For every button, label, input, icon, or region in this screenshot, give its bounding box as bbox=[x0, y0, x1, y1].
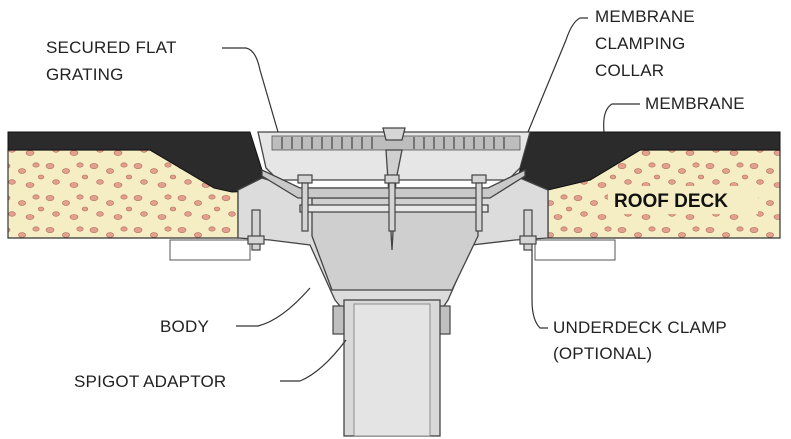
drain-body bbox=[237, 177, 549, 313]
membrane-clamping-collar bbox=[261, 168, 526, 199]
leader-secured-flat-grating bbox=[222, 47, 279, 133]
label-secured-flat-grating-line2: GRATING bbox=[46, 65, 124, 84]
labels: SECURED FLAT GRATING MEMBRANE CLAMPING C… bbox=[46, 7, 745, 391]
bolt-shank-right bbox=[475, 182, 483, 232]
underdeck-plate-right bbox=[534, 239, 616, 261]
bolt-head-center bbox=[384, 174, 400, 184]
bolt-head-left bbox=[297, 174, 313, 184]
leader-membrane-clamping-collar bbox=[527, 17, 588, 133]
label-membrane-clamping-collar-line1: MEMBRANE bbox=[595, 7, 695, 26]
clamp-bolt-right bbox=[523, 209, 533, 251]
label-secured-flat-grating-line1: SECURED FLAT bbox=[46, 38, 177, 57]
clamp-nut-right bbox=[519, 235, 537, 245]
label-underdeck-clamp-line1: UNDERDECK CLAMP bbox=[553, 318, 727, 337]
leader-lines bbox=[222, 17, 640, 382]
label-underdeck-clamp-line2: (OPTIONAL) bbox=[553, 344, 652, 363]
label-spigot-adaptor: SPIGOT ADAPTOR bbox=[74, 372, 226, 391]
leader-body bbox=[236, 287, 311, 327]
clamp-bolt-left bbox=[251, 209, 261, 251]
label-body: BODY bbox=[160, 317, 209, 336]
label-roof-deck: ROOF DECK bbox=[614, 191, 728, 212]
bolt-head-right bbox=[471, 174, 487, 184]
clamp-nut-left bbox=[247, 235, 265, 245]
bolt-shank-center bbox=[388, 182, 396, 232]
bolts bbox=[247, 174, 537, 251]
roof-deck-label-bg bbox=[608, 186, 758, 214]
underdeck-support bbox=[169, 239, 616, 261]
grating-center-lock bbox=[382, 127, 406, 141]
bolt-shank-left bbox=[301, 182, 309, 232]
grating-slots bbox=[281, 137, 505, 149]
clamping-collar-ring bbox=[261, 168, 526, 199]
leader-membrane bbox=[603, 103, 640, 133]
label-membrane: MEMBRANE bbox=[645, 94, 745, 113]
leader-underdeck-clamp bbox=[531, 250, 548, 329]
spigot-adaptor-inner bbox=[353, 303, 431, 437]
spigot-adaptor bbox=[332, 299, 451, 437]
label-membrane-clamping-collar-line3: COLLAR bbox=[595, 61, 664, 80]
leader-spigot-adaptor bbox=[280, 339, 347, 382]
label-membrane-clamping-collar-line2: CLAMPING bbox=[595, 34, 685, 53]
underdeck-plate-left bbox=[169, 239, 251, 261]
